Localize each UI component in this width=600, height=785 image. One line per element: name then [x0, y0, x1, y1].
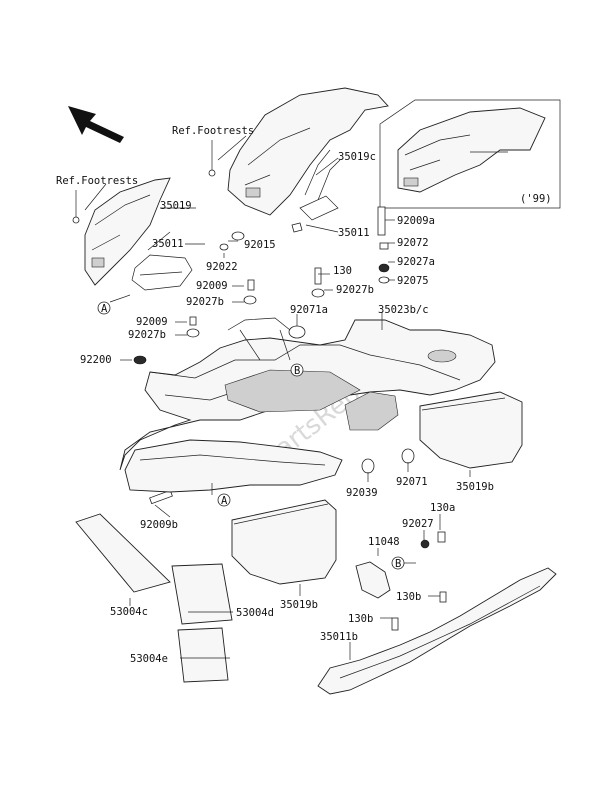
label-130b-b: 130b — [348, 613, 373, 625]
callout-a-2: A — [217, 493, 231, 507]
label-ref-footrests-top: Ref.Footrests — [172, 125, 254, 137]
label-130a: 130a — [430, 502, 455, 514]
decal-53004c — [75, 513, 171, 593]
label-92027b-b: 92027b — [336, 284, 374, 296]
label-35019b-right: 35019b — [456, 481, 494, 493]
label-92071a: 92071a — [290, 304, 328, 316]
label-92027b-c: 92027b — [128, 329, 166, 341]
label-92009a: 92009a — [397, 215, 435, 227]
label-92075: 92075 — [397, 275, 429, 287]
label-53004c: 53004c — [110, 606, 148, 618]
label-35011-left: 35011 — [152, 238, 184, 250]
label-53004e: 53004e — [130, 653, 168, 665]
label-130-top: 130 — [333, 265, 352, 277]
label-35019c: 35019c — [338, 151, 376, 163]
label-53004d: 53004d — [236, 607, 274, 619]
label-92027b-a: 92027b — [186, 296, 224, 308]
label-92072: 92072 — [397, 237, 429, 249]
label-92009b: 92009b — [140, 519, 178, 531]
label-92015: 92015 — [244, 239, 276, 251]
variant-99-box — [379, 99, 561, 209]
decal-53004d — [171, 563, 233, 625]
mud-flap-right — [419, 391, 523, 469]
label-ref-footrests-left: Ref.Footrests — [56, 175, 138, 187]
label-35019: 35019 — [160, 200, 192, 212]
label-130b-a: 130b — [396, 591, 421, 603]
callout-b-2: B — [391, 556, 405, 570]
svg-text:B: B — [294, 365, 300, 377]
label-92027: 92027 — [402, 518, 434, 530]
hardware-small-parts — [133, 206, 447, 631]
label-92009-a: 92009 — [196, 280, 228, 292]
label-35011b: 35011b — [320, 631, 358, 643]
callout-b-1: B — [290, 363, 304, 377]
svg-text:A: A — [101, 303, 108, 315]
callout-a-1: A — [97, 301, 111, 315]
svg-text:A: A — [221, 495, 228, 507]
side-cover-left — [72, 177, 193, 291]
label-92027a: 92027a — [397, 256, 435, 268]
mud-flap-left — [231, 499, 337, 585]
label-35011-mid: 35011 — [338, 227, 370, 239]
year-label: ('99) — [520, 193, 552, 205]
label-92022: 92022 — [206, 261, 238, 273]
label-92009-b: 92009 — [136, 316, 168, 328]
label-11048: 11048 — [368, 536, 400, 548]
bracket-11048 — [355, 561, 391, 599]
label-92071: 92071 — [396, 476, 428, 488]
label-35019b-mid: 35019b — [280, 599, 318, 611]
side-cover-right — [208, 87, 389, 221]
direction-arrow-icon — [68, 106, 124, 143]
decal-53004e — [177, 627, 229, 683]
label-92039: 92039 — [346, 487, 378, 499]
rear-fender-main — [119, 317, 496, 493]
svg-text:B: B — [395, 558, 401, 570]
label-35023bc: 35023b/c — [378, 304, 429, 316]
brace-35011b — [317, 567, 557, 695]
label-92200: 92200 — [80, 354, 112, 366]
leader-lines — [84, 135, 471, 660]
